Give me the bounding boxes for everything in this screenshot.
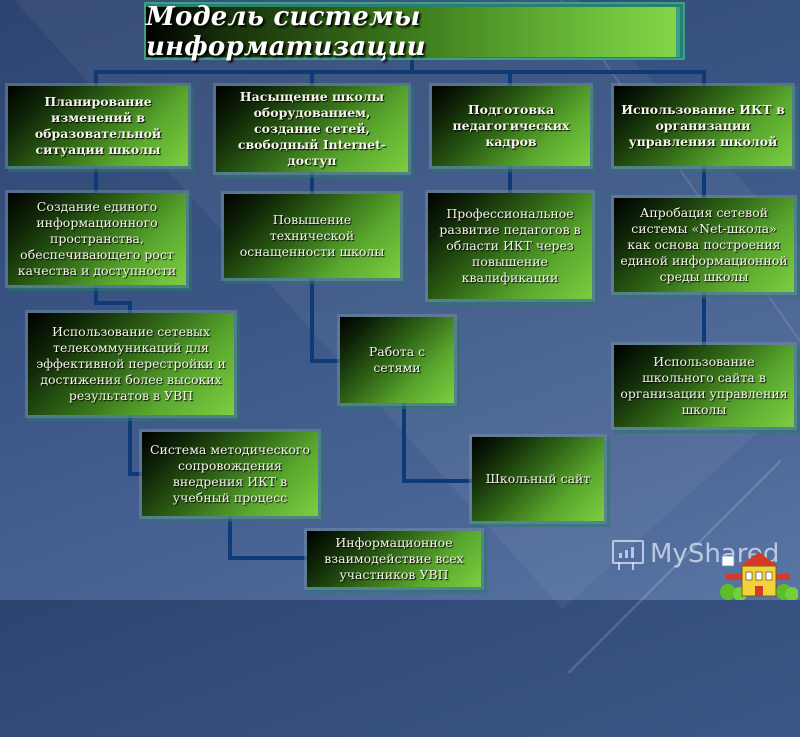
connector-col1-b3 bbox=[128, 301, 132, 315]
connector-col2-top bbox=[310, 70, 314, 88]
item-label: Использование сетевых телекоммуникаций д… bbox=[36, 324, 226, 403]
connector-col1-d2 bbox=[228, 556, 308, 560]
connector-col1-b bbox=[94, 285, 98, 305]
header-label: Планирование изменений в образовательной… bbox=[34, 94, 162, 157]
header-box-management: Использование ИКТ в организации управлен… bbox=[614, 86, 792, 166]
connector-col1-b2 bbox=[94, 301, 132, 305]
connector-col2-a bbox=[310, 172, 314, 194]
connector-col1-a bbox=[94, 166, 98, 196]
connector-col4-top bbox=[702, 70, 706, 88]
page-title: Модель системы информатизации bbox=[146, 2, 426, 62]
connector-col2-b bbox=[310, 277, 314, 362]
item-methodical-support: Система методического сопровождения внед… bbox=[142, 432, 318, 516]
item-label: Информационное взаимодействие всех участ… bbox=[324, 535, 464, 582]
item-tech-equipment: Повышение технической оснащенности школы bbox=[224, 194, 400, 278]
connector-col2-c2 bbox=[402, 479, 472, 483]
item-label: Использование школьного сайта в организа… bbox=[620, 354, 788, 417]
item-net-school: Апробация сетевой системы «Net-школа» ка… bbox=[614, 198, 794, 292]
connector-col3-a bbox=[508, 166, 512, 198]
connector-title-down bbox=[410, 57, 414, 73]
connector-col1-top bbox=[94, 70, 98, 88]
connector-col3-top bbox=[508, 70, 512, 88]
item-info-interaction: Информационное взаимодействие всех участ… bbox=[307, 531, 481, 587]
header-box-equipment: Насыщение школы оборудованием, создание … bbox=[216, 86, 408, 172]
item-label: Система методического сопровождения внед… bbox=[149, 442, 311, 505]
item-network-telecom: Использование сетевых телекоммуникаций д… bbox=[28, 313, 234, 415]
item-label: Создание единого информационного простра… bbox=[17, 199, 177, 278]
connector-col4-b bbox=[702, 292, 706, 346]
school-building-icon bbox=[720, 552, 798, 600]
connector-col2-c bbox=[402, 403, 406, 482]
connector-col1-d bbox=[228, 515, 232, 559]
item-school-site: Школьный сайт bbox=[472, 437, 604, 521]
title-banner: Модель системы информатизации bbox=[146, 2, 680, 62]
header-box-training: Подготовка педагогических кадров bbox=[432, 86, 590, 166]
item-label: Профессиональное развитие педагогов в об… bbox=[439, 206, 581, 285]
connector-col1-c2 bbox=[128, 472, 144, 476]
item-professional-development: Профессиональное развитие педагогов в об… bbox=[428, 193, 592, 299]
item-work-with-networks: Работа с сетями bbox=[340, 317, 454, 403]
item-school-site-management: Использование школьного сайта в организа… bbox=[614, 345, 794, 427]
item-label: Апробация сетевой системы «Net-школа» ка… bbox=[620, 205, 788, 284]
header-box-planning: Планирование изменений в образовательной… bbox=[8, 86, 188, 166]
connector-col2-b2 bbox=[310, 359, 342, 363]
connector-col4-a bbox=[702, 166, 706, 200]
header-label: Насыщение школы оборудованием, создание … bbox=[237, 89, 387, 168]
presentation-board-icon bbox=[608, 538, 644, 570]
header-label: Подготовка педагогических кадров bbox=[452, 102, 570, 149]
connector-top-bus bbox=[94, 70, 706, 74]
header-label: Использование ИКТ в организации управлен… bbox=[621, 102, 785, 149]
connector-col1-c bbox=[128, 415, 132, 475]
item-label: Школьный сайт bbox=[485, 471, 591, 486]
item-label: Работа с сетями bbox=[368, 344, 426, 375]
item-unified-info-space: Создание единого информационного простра… bbox=[8, 193, 186, 285]
item-label: Повышение технической оснащенности школы bbox=[239, 212, 385, 259]
